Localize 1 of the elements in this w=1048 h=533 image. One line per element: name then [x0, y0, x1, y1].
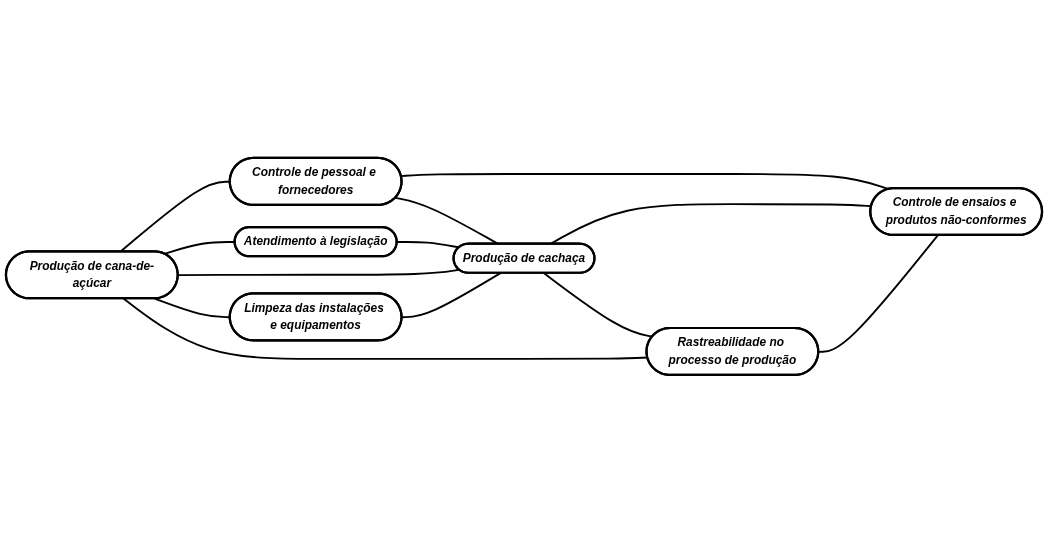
connector — [122, 297, 649, 360]
